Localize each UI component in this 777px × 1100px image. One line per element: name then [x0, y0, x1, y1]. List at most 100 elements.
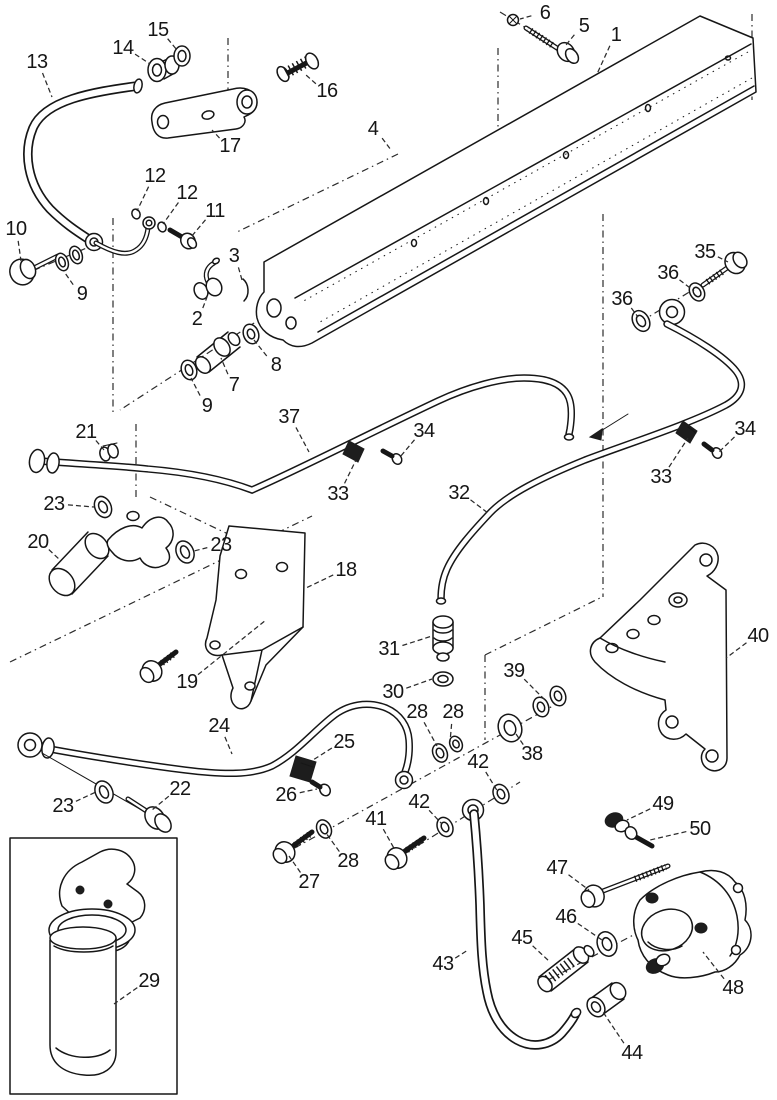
leader-line-20 [48, 549, 61, 561]
callout-29: 29 [138, 970, 160, 992]
leader-line-3 [237, 267, 243, 281]
callout-5: 5 [578, 15, 590, 37]
callout-24: 24 [208, 715, 230, 737]
callout-44: 44 [621, 1042, 643, 1064]
callout-50: 50 [689, 818, 711, 840]
leader-line-31 [402, 635, 433, 647]
callout-47: 47 [546, 857, 568, 879]
callout-22: 22 [169, 778, 191, 800]
callout-13: 13 [26, 51, 48, 73]
leader-line-29 [113, 987, 138, 1005]
leader-line-42 [485, 771, 499, 793]
callout-37: 37 [278, 406, 300, 428]
leader-line-7 [220, 357, 229, 375]
leader-line-50 [649, 830, 687, 841]
leader-line-48 [702, 951, 725, 980]
leader-line-10 [17, 240, 22, 262]
rail-part-1 [255, 15, 757, 348]
leader-line-33 [668, 437, 689, 468]
bolt-22-washer-23 [41, 752, 172, 833]
clamp-25-screw-26 [289, 755, 332, 797]
callout-15: 15 [147, 19, 169, 41]
callout-17: 17 [219, 135, 241, 157]
leader-line-46 [577, 922, 603, 941]
leader-line-18 [305, 574, 334, 589]
formed-line-12-11 [93, 208, 198, 256]
callout-42: 42 [408, 791, 430, 813]
leader-line-19 [197, 619, 267, 676]
leader-line-15 [167, 38, 178, 51]
clip-21 [99, 442, 119, 462]
callout-11: 11 [205, 200, 225, 222]
callout-39: 39 [503, 660, 525, 682]
leader-line-23 [67, 504, 95, 508]
callout-12: 12 [176, 182, 198, 204]
leader-line-5 [565, 34, 575, 46]
plug-16 [276, 52, 320, 83]
callout-40: 40 [747, 625, 769, 647]
callout-9: 9 [201, 395, 213, 417]
banjo-35-36 [631, 251, 748, 333]
leader-line-36 [679, 279, 695, 292]
leader-line-12 [162, 202, 179, 225]
callout-4: 4 [367, 118, 379, 140]
callout-35: 35 [694, 241, 716, 263]
elbow-2-retainer-3 [193, 257, 249, 302]
callout-12: 12 [144, 165, 166, 187]
callout-43: 43 [432, 953, 454, 975]
callout-28: 28 [442, 701, 464, 723]
connector-7-washers-8-9 [180, 323, 260, 381]
bolt-5-washer-6 [506, 13, 580, 65]
banjo-bolt-10-washers-9 [9, 245, 84, 286]
hose-13 [23, 78, 143, 252]
callout-42: 42 [467, 751, 489, 773]
leader-line-23 [75, 791, 97, 802]
leader-line-42 [428, 809, 443, 825]
leader-line-25 [312, 747, 333, 761]
callout-30: 30 [382, 681, 404, 703]
leader-line-41 [382, 828, 396, 851]
leader-line-28 [423, 722, 438, 747]
callout-48: 48 [722, 977, 744, 999]
fitting-45 [537, 944, 595, 993]
callout-49: 49 [652, 793, 674, 815]
callout-23: 23 [52, 795, 74, 817]
leader-line-26 [299, 788, 318, 794]
leader-line-9 [64, 272, 74, 286]
callout-9: 9 [76, 283, 88, 305]
fuel-line-24 [17, 700, 414, 790]
leader-line-2 [202, 296, 208, 309]
leader-line-24 [224, 736, 233, 755]
callout-34: 34 [413, 420, 435, 442]
hose-43 [469, 809, 582, 1050]
leader-line-11 [190, 219, 206, 238]
banjo-41-42 [384, 783, 510, 871]
callout-41: 41 [365, 808, 387, 830]
filter-inset-box [9, 837, 178, 1095]
leader-line-1 [596, 45, 611, 75]
leader-line-47 [568, 874, 590, 891]
callout-26: 26 [275, 784, 297, 806]
leader-line-39 [523, 678, 546, 701]
callout-1: 1 [610, 24, 622, 46]
leader-line-28 [449, 723, 453, 743]
callout-20: 20 [27, 531, 49, 553]
leader-line-49 [626, 808, 651, 821]
callout-34: 34 [734, 418, 756, 440]
callout-10: 10 [5, 218, 27, 240]
housing-48 [633, 869, 752, 979]
leader-line-8 [253, 339, 268, 357]
callout-3: 3 [228, 245, 240, 267]
callout-25: 25 [333, 731, 355, 753]
callout-14: 14 [112, 37, 134, 59]
callout-36: 36 [611, 288, 633, 310]
fuel-line-37 [28, 374, 629, 494]
leader-line-36 [630, 307, 639, 318]
callout-16: 16 [316, 80, 338, 102]
leader-line-28 [325, 832, 340, 852]
leader-line-43 [454, 949, 469, 959]
fitting-31-washer-30 [432, 615, 454, 687]
bolt-19 [139, 649, 179, 684]
